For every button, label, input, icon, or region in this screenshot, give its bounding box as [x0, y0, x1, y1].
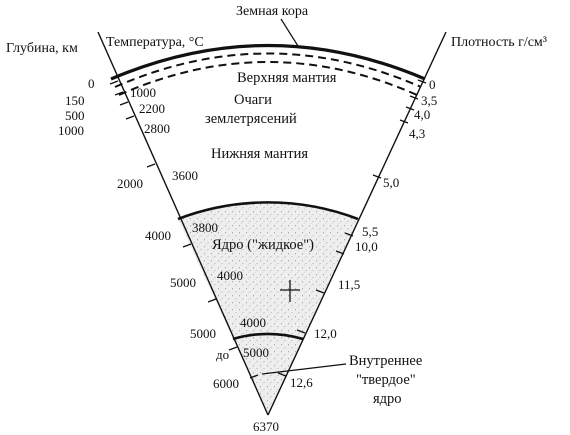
temperature-value: 2200: [139, 101, 165, 116]
temperature-value: 3800: [192, 220, 218, 235]
earthquake-foci-label-line1: Очаги: [234, 92, 272, 108]
inner-core-label-line3: ядро: [373, 391, 402, 407]
earthquake-foci-label-line2: землетрясений: [205, 111, 297, 127]
core-mantle-boundary: [177, 201, 359, 221]
outer-core-region: [178, 202, 358, 415]
depth-value: 500: [65, 108, 85, 123]
depth-value: до: [216, 347, 229, 362]
outer-core-label: Ядро ("жидкое"): [212, 237, 314, 253]
lower-mantle-label: Нижняя мантия: [211, 146, 308, 162]
inner-core-pointer-line: [261, 363, 347, 375]
depth-ticks: [109, 80, 259, 379]
depth-value: 0: [88, 76, 95, 91]
temperature-value: 1000: [130, 85, 156, 100]
upper-mantle-boundary-2: [118, 61, 418, 96]
depth-value: 5000: [170, 275, 196, 290]
depth-axis-label: Глубина, км: [6, 41, 78, 56]
inner-core-label-line2: "твердое": [356, 372, 416, 388]
depth-value: 5000: [190, 326, 216, 341]
right-density-axis-line: [267, 31, 447, 416]
inner-core-label-line1: Внутреннее: [349, 353, 422, 369]
inner-core-boundary: [232, 332, 304, 341]
density-value: 12,6: [290, 375, 313, 390]
earth-crust-arc: [110, 43, 426, 81]
crust-pointer-line: [280, 18, 299, 47]
core-center-cross: [280, 280, 300, 302]
depth-value: 6370: [253, 419, 279, 434]
upper-mantle-label: Верхняя мантия: [237, 70, 337, 86]
depth-value: 150: [65, 93, 85, 108]
temperature-value: 5000: [243, 345, 269, 360]
density-value: 5,0: [383, 175, 399, 190]
left-depth-axis-line: [97, 31, 269, 416]
temperature-value: 4000: [240, 315, 266, 330]
temperature-value: 2800: [144, 121, 170, 136]
density-value: 0: [429, 77, 436, 92]
depth-value: 4000: [145, 228, 171, 243]
density-value: 5,5: [362, 224, 378, 239]
depth-value: 2000: [117, 176, 143, 191]
temperature-axis-label: Температура, °C: [106, 35, 204, 50]
crust-label: Земная кора: [236, 4, 309, 19]
upper-mantle-boundary-1: [114, 52, 422, 88]
temperature-value: 4000: [217, 268, 243, 283]
density-value: 12,0: [314, 326, 337, 341]
depth-value: 1000: [58, 123, 84, 138]
density-value: 4,0: [414, 107, 430, 122]
density-value: 11,5: [338, 277, 360, 292]
density-ticks: [277, 79, 427, 377]
density-value: 10,0: [355, 239, 378, 254]
temperature-value: 3600: [172, 168, 198, 183]
depth-value: 6000: [213, 376, 239, 391]
density-axis-label: Плотность г/см³: [451, 35, 547, 50]
density-value: 4,3: [409, 126, 425, 141]
density-value: 3,5: [421, 93, 437, 108]
